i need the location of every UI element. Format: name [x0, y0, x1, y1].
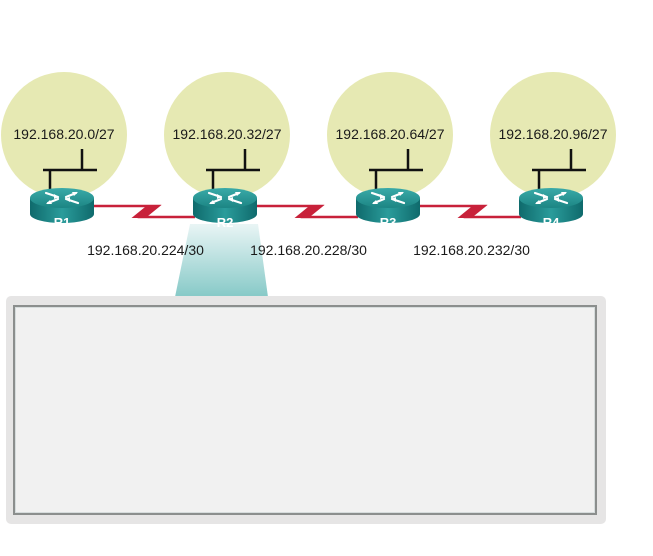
- lan-circle-r3: [327, 72, 453, 198]
- router-name-label: R2: [217, 215, 234, 230]
- lan-circle-r1: [1, 72, 127, 198]
- serial-zigzag: [294, 205, 325, 218]
- link-subnet-label: 192.168.20.232/30: [413, 242, 530, 258]
- link-subnet-label: 192.168.20.228/30: [250, 242, 367, 258]
- router-top: [193, 188, 257, 208]
- router-name-label: R3: [380, 215, 397, 230]
- lan-subnet-label: 192.168.20.96/27: [499, 126, 608, 142]
- router-arrows-icon: [533, 191, 569, 205]
- info-panel-content: [13, 305, 597, 515]
- lan-subnet-label: 192.168.20.32/27: [173, 126, 282, 142]
- router-arrows-icon: [44, 191, 80, 205]
- serial-zigzag: [457, 205, 488, 218]
- lan-circle-r2: [164, 72, 290, 198]
- router-r3[interactable]: R3: [356, 188, 420, 230]
- lan-subnet-label: 192.168.20.0/27: [13, 126, 114, 142]
- router-top: [356, 188, 420, 208]
- router-r1[interactable]: R1: [30, 188, 94, 230]
- router-r2[interactable]: R2: [193, 188, 257, 230]
- lan-subnet-label: 192.168.20.64/27: [336, 126, 445, 142]
- serial-zigzag: [131, 205, 162, 218]
- link-subnet-label: 192.168.20.224/30: [87, 242, 204, 258]
- router-arrows-icon: [370, 191, 406, 205]
- router-top: [519, 188, 583, 208]
- router-r4[interactable]: R4: [519, 188, 583, 230]
- lan-circle-r4: [490, 72, 616, 198]
- router-name-label: R1: [54, 215, 71, 230]
- router-name-label: R4: [543, 215, 560, 230]
- r2-spotlight: [175, 224, 268, 297]
- info-panel: [6, 296, 606, 524]
- router-top: [30, 188, 94, 208]
- router-arrows-icon: [207, 191, 243, 205]
- network-topology: R1 R2 R3 R4 192.168.20.0/27 192.168.20.32/27…: [1, 72, 616, 297]
